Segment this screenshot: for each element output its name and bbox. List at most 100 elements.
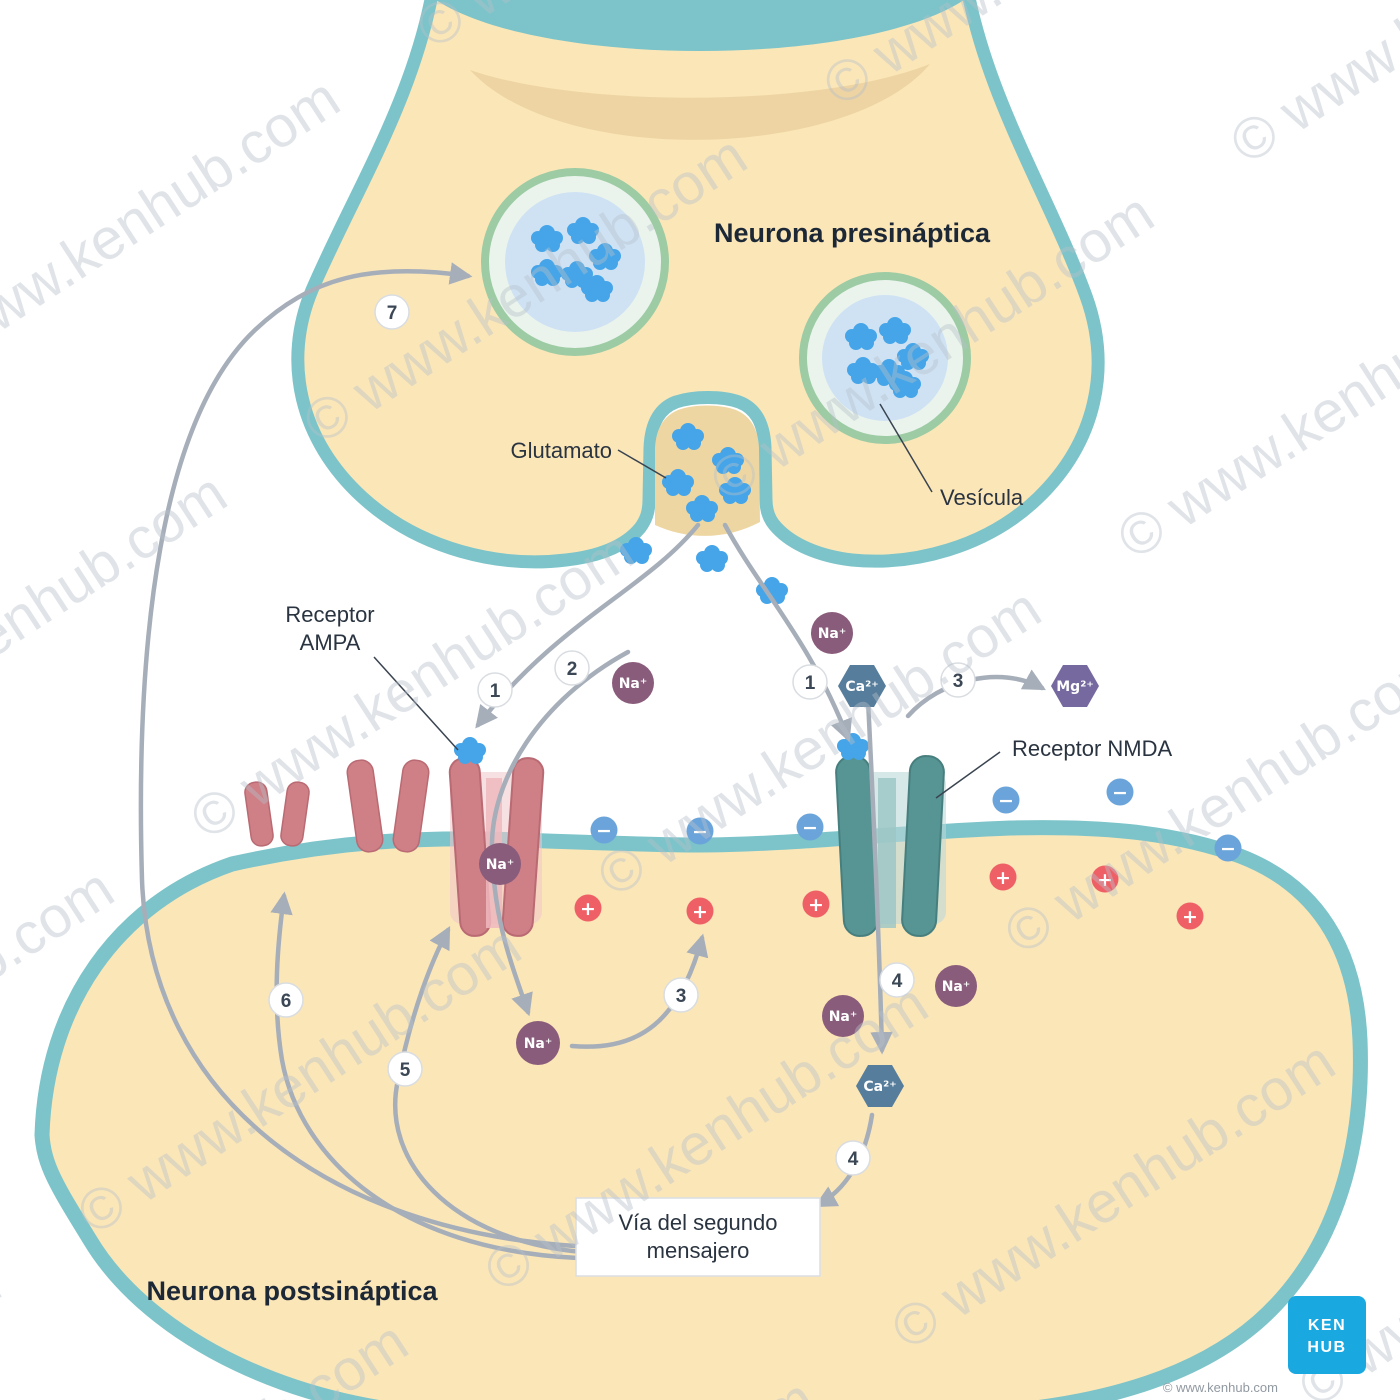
charge-positive: + xyxy=(1176,902,1204,930)
ion-calcium: Ca²⁺ xyxy=(856,1065,904,1107)
charge-negative: − xyxy=(590,816,618,844)
ampa-receptor-subunit xyxy=(280,781,310,847)
ampa-receptor-small xyxy=(244,781,310,847)
step-number: 2 xyxy=(567,659,578,680)
ion-label: Ca²⁺ xyxy=(863,1079,896,1095)
pointer-line-glutamate xyxy=(617,449,667,479)
ion-calcium: Ca²⁺ xyxy=(838,665,886,707)
charge-sign: + xyxy=(995,867,1011,889)
kenhub-logo-text-bottom: HUB xyxy=(1307,1339,1346,1356)
presynaptic-neuron xyxy=(291,0,1105,604)
label-ampa-line1: Receptor xyxy=(285,602,374,627)
presynaptic-shading xyxy=(470,64,930,140)
kenhub-logo-text-top: KEN xyxy=(1308,1317,1346,1334)
arrow-step-5 xyxy=(392,926,585,1255)
arrow-step-2-sodium-influx xyxy=(489,649,631,1017)
pathway-arrows xyxy=(138,262,1046,1261)
step-number: 4 xyxy=(892,971,903,992)
step-number: 5 xyxy=(400,1060,411,1081)
pointer-line-vesicle xyxy=(879,403,933,493)
title-postsynaptic-neuron: Neurona postsináptica xyxy=(146,1276,438,1306)
charge-sign: + xyxy=(1182,906,1198,928)
step-badge-3: 3 xyxy=(940,662,976,698)
charge-negative: − xyxy=(1106,778,1134,806)
step-number: 4 xyxy=(848,1149,859,1170)
step-badge-1: 1 xyxy=(792,664,828,700)
arrow-step-7 xyxy=(138,262,578,1249)
ampa-receptor-subunit xyxy=(346,759,384,853)
charge-sign: + xyxy=(1097,869,1113,891)
ampa-receptor-medium xyxy=(346,759,430,853)
label-vesicle: Vesícula xyxy=(940,485,1024,510)
step-badges: 7 2 1 1 3 3 4 4 5 6 xyxy=(268,294,976,1176)
step-number: 6 xyxy=(281,991,292,1012)
arrow-step-6 xyxy=(270,891,581,1261)
charge-sign: − xyxy=(1112,782,1128,804)
ion-sodium: Na⁺ xyxy=(935,965,977,1007)
ion-label: Na⁺ xyxy=(829,1009,858,1025)
ion-label: Mg²⁺ xyxy=(1056,679,1093,695)
charge-sign: − xyxy=(802,817,818,839)
charge-sign: − xyxy=(692,821,708,843)
nmda-receptor-subunit xyxy=(901,755,945,937)
ion-label: Ca²⁺ xyxy=(845,679,878,695)
membrane-charges: − − − − − − + + + + + + xyxy=(574,778,1242,930)
step-badge-1: 1 xyxy=(477,672,513,708)
label-ampa-line2: AMPA xyxy=(300,630,361,655)
charge-positive: + xyxy=(686,897,714,925)
arrow-step-3-depolarization xyxy=(569,933,709,1049)
ion-sodium: Na⁺ xyxy=(822,995,864,1037)
step-badge-2: 2 xyxy=(554,650,590,686)
charge-negative: − xyxy=(992,786,1020,814)
nmda-channel-pore xyxy=(878,778,896,928)
step-badge-5: 5 xyxy=(387,1051,423,1087)
charge-negative: − xyxy=(796,813,824,841)
step-number: 1 xyxy=(490,681,501,702)
ion-label: Na⁺ xyxy=(524,1036,553,1052)
charge-negative: − xyxy=(686,817,714,845)
charge-positive: + xyxy=(802,890,830,918)
step-number: 7 xyxy=(387,303,398,324)
ion-magnesium: Mg²⁺ xyxy=(1051,665,1099,707)
charge-sign: + xyxy=(692,901,708,923)
ion-label: Na⁺ xyxy=(818,626,847,642)
ion-label: Na⁺ xyxy=(942,979,971,995)
charge-sign: + xyxy=(808,894,824,916)
presynaptic-membrane-cap xyxy=(436,0,964,51)
ion-sodium: Na⁺ xyxy=(479,843,521,885)
step-badge-4: 4 xyxy=(879,962,915,998)
step-badge-6: 6 xyxy=(268,982,304,1018)
ion-label: Na⁺ xyxy=(486,857,515,873)
ampa-receptor-subunit xyxy=(392,759,430,853)
kenhub-logo: KEN HUB xyxy=(1288,1296,1366,1374)
step-number: 1 xyxy=(805,673,816,694)
step-number: 3 xyxy=(676,986,687,1007)
ions: Na⁺ Na⁺ Na⁺ Na⁺ Na⁺ Na⁺ Ca²⁺ Ca²⁺ Mg²⁺ xyxy=(479,612,1099,1107)
step-number: 3 xyxy=(953,671,964,692)
vesicle xyxy=(799,272,971,444)
arrow-step-4-calcium-influx xyxy=(865,697,893,1055)
kenhub-logo-square xyxy=(1288,1296,1366,1374)
second-messenger-box xyxy=(575,1197,821,1277)
ion-sodium: Na⁺ xyxy=(516,1021,560,1065)
charge-negative: − xyxy=(1214,834,1242,862)
arrow-step-1-nmda xyxy=(722,522,852,743)
charge-sign: − xyxy=(1220,838,1236,860)
charge-positive: + xyxy=(989,863,1017,891)
ampa-receptor-subunit xyxy=(244,781,274,847)
charge-positive: + xyxy=(574,894,602,922)
charge-sign: − xyxy=(596,820,612,842)
title-presynaptic-neuron: Neurona presináptica xyxy=(714,218,991,248)
charge-positive: + xyxy=(1091,865,1119,893)
label-nmda: Receptor NMDA xyxy=(1012,736,1172,761)
copyright-text: © www.kenhub.com xyxy=(1163,1380,1278,1395)
label-second-messenger-line1: Vía del segundo xyxy=(618,1210,777,1235)
vesicle xyxy=(481,168,669,356)
step-badge-3: 3 xyxy=(663,977,699,1013)
pointer-line-nmda xyxy=(935,751,1001,799)
ion-sodium: Na⁺ xyxy=(612,662,654,704)
charge-sign: − xyxy=(998,790,1014,812)
charge-sign: + xyxy=(580,898,596,920)
step-badge-4: 4 xyxy=(835,1140,871,1176)
